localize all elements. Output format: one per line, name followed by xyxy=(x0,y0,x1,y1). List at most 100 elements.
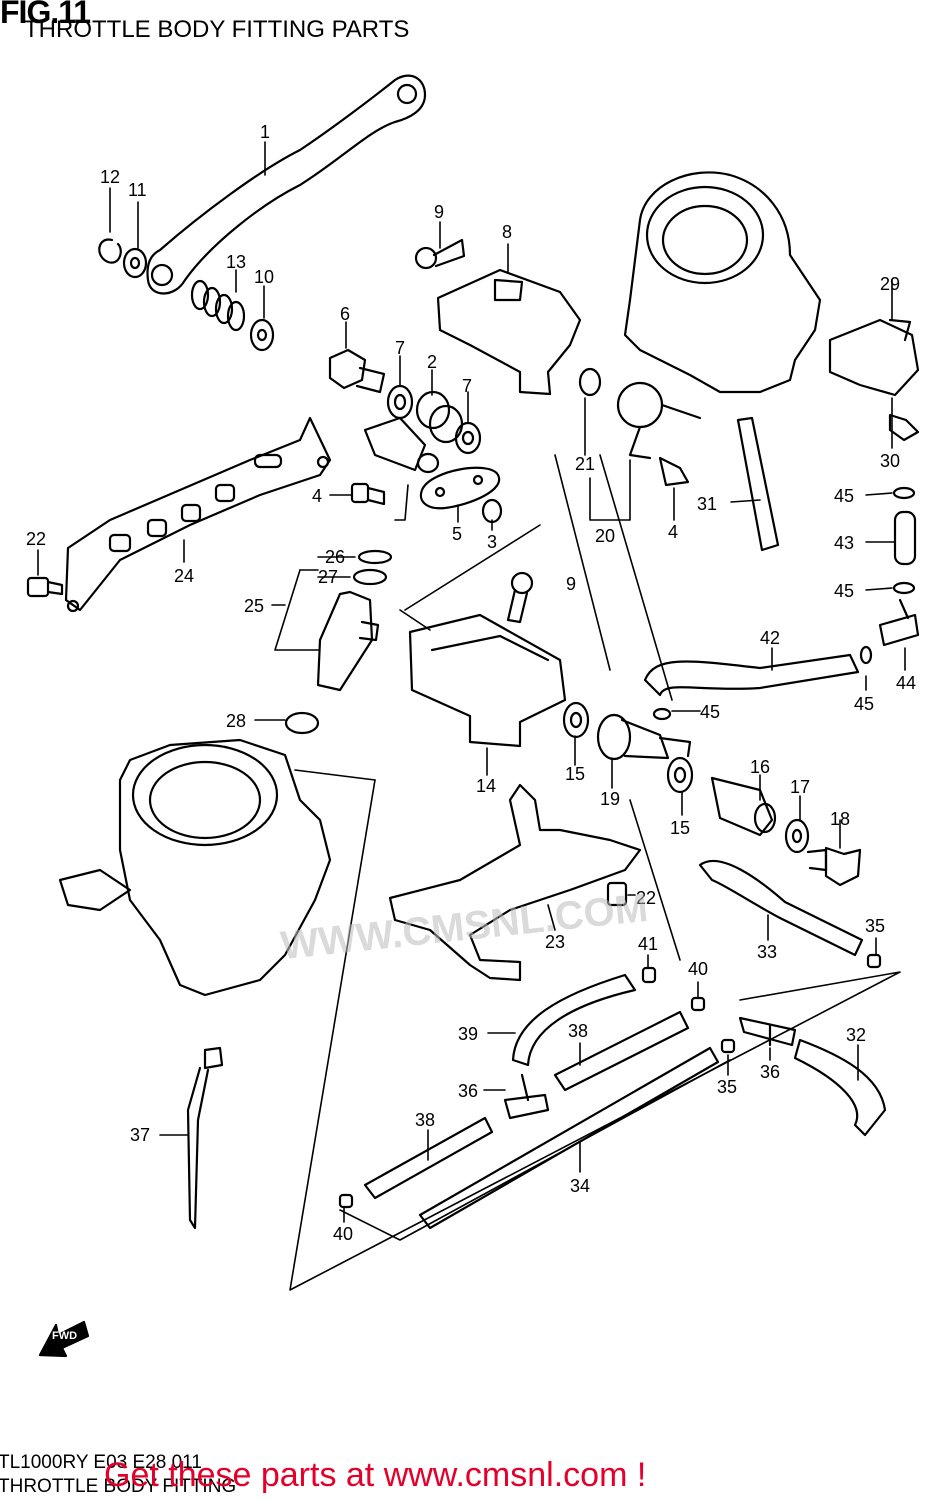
callout-7: 7 xyxy=(462,376,472,396)
page-title: THROTTLE BODY FITTING PARTS xyxy=(24,16,410,43)
washer-11 xyxy=(122,247,148,279)
callout-36: 36 xyxy=(760,1062,780,1082)
hose-33 xyxy=(698,859,864,957)
hose-34 xyxy=(418,1046,720,1230)
callout-30: 30 xyxy=(880,451,900,471)
callout-23: 23 xyxy=(545,932,565,952)
callout-32: 32 xyxy=(846,1025,866,1045)
bracket-14 xyxy=(408,613,567,748)
callout-21: 21 xyxy=(575,454,595,474)
callout-4: 4 xyxy=(312,486,322,506)
fwd-arrow xyxy=(38,1320,90,1358)
callout-9: 9 xyxy=(566,574,576,594)
bolt-4a xyxy=(350,482,386,506)
washer-7b xyxy=(454,421,482,455)
hose-42 xyxy=(643,653,860,697)
callout-38: 38 xyxy=(415,1110,435,1130)
callout-43: 43 xyxy=(834,533,854,553)
tee-36a xyxy=(503,1073,550,1120)
callout-45: 45 xyxy=(700,702,720,722)
get-parts-link[interactable]: Get these parts at www.cmsnl.com ! xyxy=(104,1456,647,1494)
callout-19: 19 xyxy=(600,789,620,809)
fwd-label: FWD xyxy=(52,1330,78,1342)
reference-name: THROTTLE BODY FITTING xyxy=(0,1476,237,1497)
callout-3: 3 xyxy=(487,532,497,552)
sensor-29 xyxy=(828,318,920,397)
callout-33: 33 xyxy=(757,942,777,962)
callout-7: 7 xyxy=(395,338,405,358)
callout-17: 17 xyxy=(790,777,810,797)
callout-29: 29 xyxy=(880,274,900,294)
hose-32 xyxy=(793,1038,887,1137)
union-19 xyxy=(596,713,692,761)
callout-45: 45 xyxy=(834,486,854,506)
callout-45: 45 xyxy=(834,581,854,601)
callout-15: 15 xyxy=(565,764,585,784)
clamp-45a xyxy=(892,486,916,500)
plate-5 xyxy=(419,466,501,510)
callout-38: 38 xyxy=(568,1021,588,1041)
callout-22: 22 xyxy=(26,529,46,549)
bolt-22a xyxy=(26,576,64,598)
callout-labels: 1 2 3 4 4 5 6 7 7 8 9 9 10 11 12 13 14 1… xyxy=(26,122,916,1244)
callout-4: 4 xyxy=(668,522,678,542)
callout-28: 28 xyxy=(226,711,246,731)
oring-21 xyxy=(578,367,602,397)
throttle-body-right xyxy=(623,171,822,394)
spring-13 xyxy=(190,279,246,332)
callout-25: 25 xyxy=(244,596,264,616)
bolt-22b xyxy=(606,881,628,907)
callout-26: 26 xyxy=(325,547,345,567)
callout-10: 10 xyxy=(254,267,274,287)
bolt-18 xyxy=(806,846,862,887)
clamp-45d xyxy=(859,645,873,665)
bracket-8 xyxy=(436,268,582,396)
screw-30 xyxy=(888,413,920,442)
hose-38b xyxy=(363,1116,494,1200)
hose-39 xyxy=(511,973,637,1067)
cap-35a xyxy=(866,953,882,969)
callout-41: 41 xyxy=(638,934,658,954)
callout-20: 20 xyxy=(595,526,615,546)
clip-12 xyxy=(98,238,122,264)
injector-25 xyxy=(316,549,393,692)
clamp-45c xyxy=(652,707,672,721)
callout-18: 18 xyxy=(830,809,850,829)
washer-17 xyxy=(784,818,810,854)
cap-41 xyxy=(641,966,657,984)
callout-16: 16 xyxy=(750,757,770,777)
callout-44: 44 xyxy=(896,673,916,693)
reference-code: TL1000RY E03 E28 011 xyxy=(0,1452,202,1473)
cap-40a xyxy=(690,996,706,1012)
washer-10 xyxy=(249,318,275,352)
callout-35: 35 xyxy=(865,916,885,936)
callout-15: 15 xyxy=(670,818,690,838)
spacer-joint xyxy=(363,416,440,474)
callout-45: 45 xyxy=(854,694,874,714)
callout-24: 24 xyxy=(174,566,194,586)
callout-11: 11 xyxy=(128,180,147,200)
callout-36: 36 xyxy=(458,1081,478,1101)
callout-13: 13 xyxy=(226,252,246,272)
callout-39: 39 xyxy=(458,1024,478,1044)
union-bolt-16 xyxy=(710,776,777,837)
hose-43 xyxy=(893,510,917,566)
callout-9: 9 xyxy=(434,202,444,222)
callout-40: 40 xyxy=(333,1224,353,1244)
throttle-body-left xyxy=(58,738,332,997)
tee-36b xyxy=(738,1016,797,1047)
washer-7a xyxy=(386,384,414,420)
callout-14: 14 xyxy=(476,776,496,796)
collar-2 xyxy=(415,390,464,444)
callout-31: 31 xyxy=(697,494,717,514)
callout-42: 42 xyxy=(760,628,780,648)
callout-6: 6 xyxy=(340,304,350,324)
callout-40: 40 xyxy=(688,959,708,979)
callout-27: 27 xyxy=(318,567,338,587)
callout-1: 1 xyxy=(260,122,270,142)
callout-12: 12 xyxy=(100,167,120,187)
washer-15b xyxy=(666,756,694,794)
figure-label: FIG.11 xyxy=(0,0,91,30)
callout-5: 5 xyxy=(452,524,462,544)
